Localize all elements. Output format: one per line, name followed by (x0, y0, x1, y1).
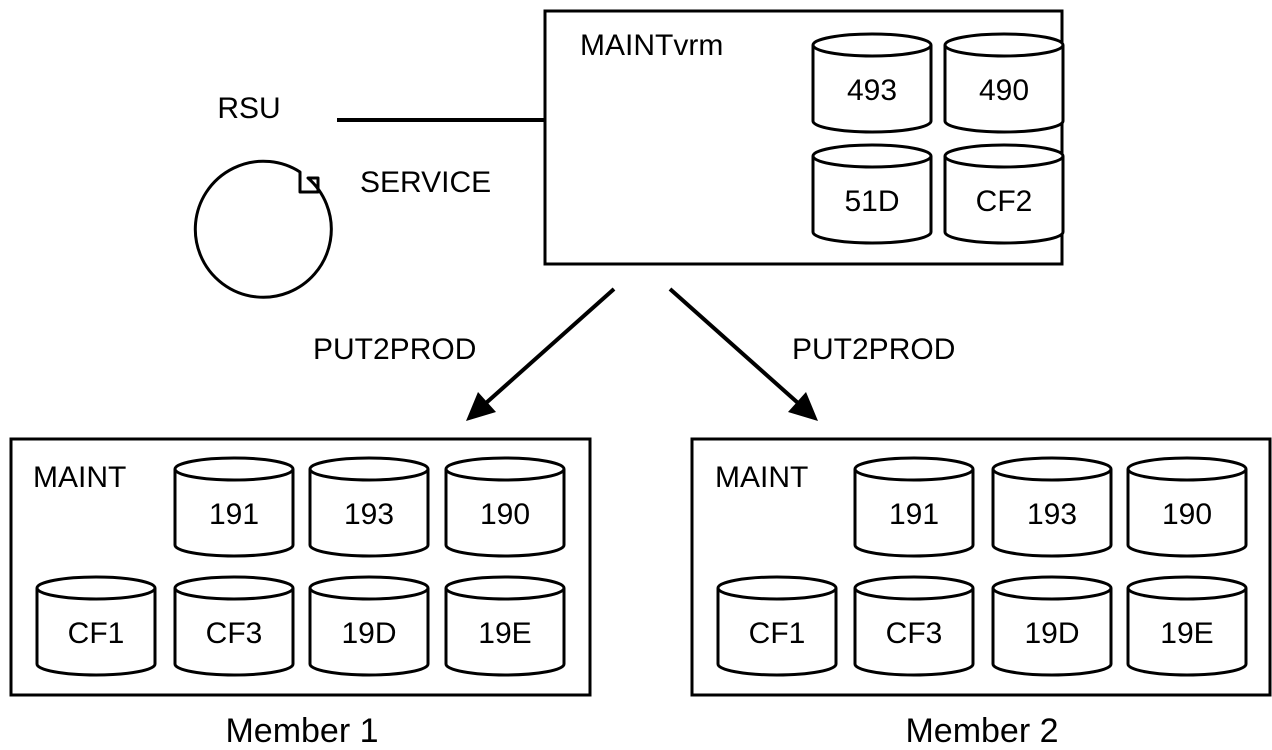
disk-label: CF2 (976, 185, 1033, 218)
member1-title: MAINT (33, 461, 126, 494)
disk-label: 51D (844, 185, 899, 218)
put2prod-left-label: PUT2PROD (313, 333, 476, 366)
member1-caption: Member 1 (225, 712, 378, 750)
disk-cylinder: 190 (1126, 456, 1248, 558)
disk-label: 19D (341, 617, 396, 650)
disk-cylinder: 193 (308, 456, 430, 558)
disk-label: 193 (1027, 498, 1077, 531)
put2prod-left-arrow (466, 287, 616, 421)
disk-cylinder: 51D (811, 143, 933, 245)
maintvrm-box: MAINTvrm 493 490 51D CF2 (543, 9, 1065, 266)
disk-label: 490 (979, 74, 1029, 107)
disk-label: CF3 (206, 617, 263, 650)
disk-cylinder: 191 (173, 456, 295, 558)
disk-cylinder: 19D (308, 575, 430, 677)
disk-label: 493 (847, 74, 897, 107)
disk-cylinder: CF1 (716, 575, 838, 677)
disk-label: CF1 (68, 617, 125, 650)
disk-cylinder: 191 (853, 456, 975, 558)
disk-cylinder: 490 (943, 32, 1065, 134)
disk-label: 193 (344, 498, 394, 531)
disk-label: 190 (480, 498, 530, 531)
disk-cylinder: 493 (811, 32, 933, 134)
disk-cylinder: 19E (444, 575, 566, 677)
disk-cylinder: CF3 (173, 575, 295, 677)
disk-cylinder: CF1 (35, 575, 157, 677)
service-label: SERVICE (360, 166, 491, 199)
maintvrm-disks: 493 490 51D CF2 (811, 32, 1065, 245)
disk-cylinder: 193 (991, 456, 1113, 558)
disk-cylinder: CF3 (853, 575, 975, 677)
disk-label: CF3 (886, 617, 943, 650)
maintvrm-title: MAINTvrm (580, 29, 723, 62)
put2prod-right-arrow (668, 287, 818, 421)
rsu-tape-icon: RSU (193, 92, 333, 299)
disk-cylinder: 19E (1126, 575, 1248, 677)
disk-label: 190 (1162, 498, 1212, 531)
disk-label: 19E (1160, 617, 1213, 650)
disk-label: 19E (478, 617, 531, 650)
disk-label: CF1 (749, 617, 806, 650)
member2-title: MAINT (715, 461, 808, 494)
disk-label: 191 (209, 498, 259, 531)
disk-label: 19D (1024, 617, 1079, 650)
member2-caption: Member 2 (905, 712, 1058, 750)
disk-cylinder: 19D (991, 575, 1113, 677)
rsu-label: RSU (217, 92, 280, 125)
disk-cylinder: 190 (444, 456, 566, 558)
disk-cylinder: CF2 (943, 143, 1065, 245)
put2prod-right-label: PUT2PROD (792, 333, 955, 366)
disk-label: 191 (889, 498, 939, 531)
